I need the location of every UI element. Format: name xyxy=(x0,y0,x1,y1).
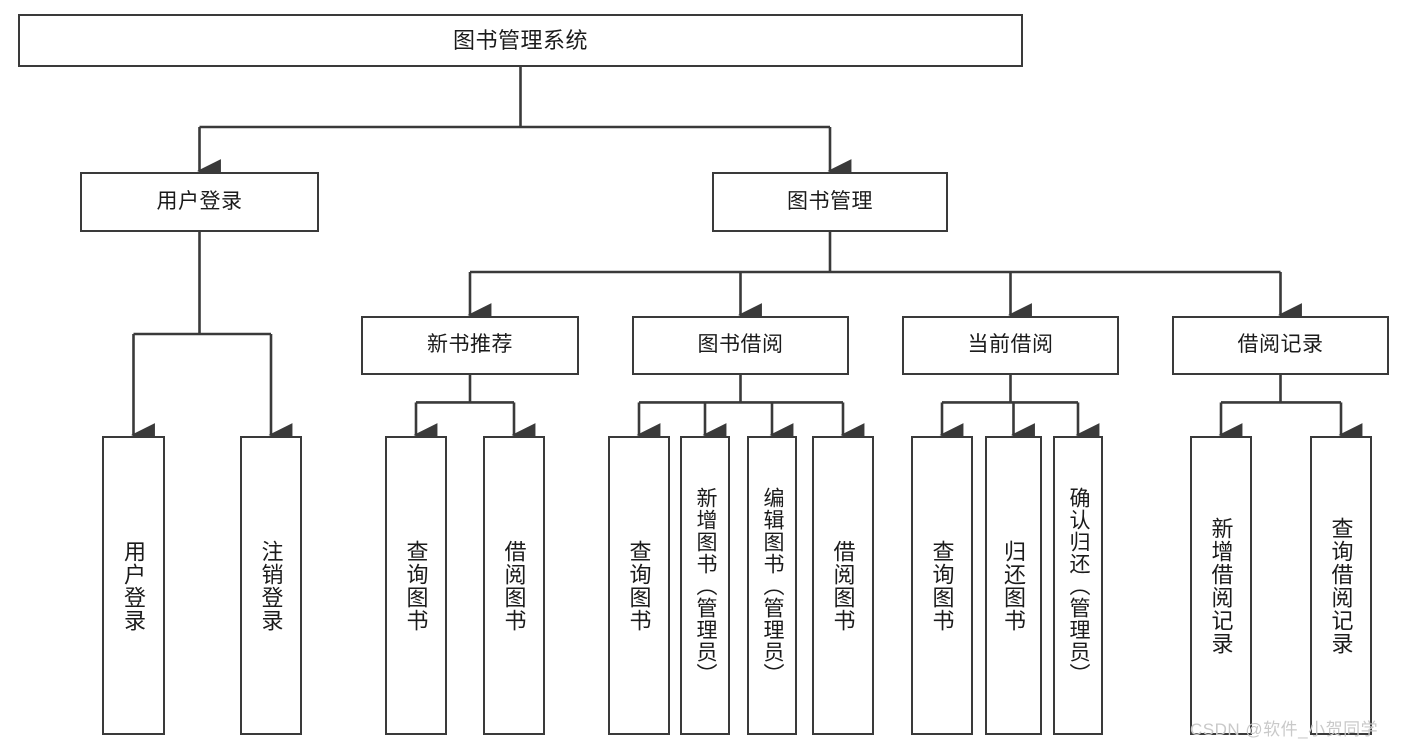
node-label: 编辑图书（管理员） xyxy=(761,486,785,685)
leaf-query-borrow-record[interactable]: 查询借阅记录 xyxy=(1310,436,1372,735)
node-book-borrow[interactable]: 图书借阅 xyxy=(632,316,849,375)
node-label: 新增图书（管理员） xyxy=(694,486,718,685)
node-label: 查询图书 xyxy=(929,539,955,632)
node-label: 借阅图书 xyxy=(501,539,527,632)
leaf-logout[interactable]: 注销登录 xyxy=(240,436,302,735)
leaf-user-login[interactable]: 用户登录 xyxy=(102,436,165,735)
node-label: 查询图书 xyxy=(626,539,652,632)
node-current-borrow[interactable]: 当前借阅 xyxy=(902,316,1119,375)
node-label: 新书推荐 xyxy=(427,333,513,357)
node-label: 图书管理 xyxy=(787,189,873,213)
node-label: 注销登录 xyxy=(258,539,284,632)
leaf-query-book-3[interactable]: 查询图书 xyxy=(911,436,973,735)
node-label: 图书管理系统 xyxy=(452,27,588,53)
node-label: 借阅图书 xyxy=(830,539,856,632)
node-label: 图书借阅 xyxy=(697,333,784,357)
leaf-query-book-1[interactable]: 查询图书 xyxy=(385,436,447,735)
node-borrow-record[interactable]: 借阅记录 xyxy=(1172,316,1389,375)
leaf-query-book-2[interactable]: 查询图书 xyxy=(608,436,670,735)
node-label: 用户登录 xyxy=(121,539,147,632)
node-label: 借阅记录 xyxy=(1237,333,1324,357)
node-label: 查询借阅记录 xyxy=(1328,516,1354,655)
leaf-return-book[interactable]: 归还图书 xyxy=(985,436,1042,735)
csdn-watermark: CSDN @软件_小贺同学 xyxy=(1190,720,1379,739)
node-label: 用户登录 xyxy=(156,189,243,213)
node-new-book-recommend[interactable]: 新书推荐 xyxy=(361,316,579,375)
leaf-add-book-admin[interactable]: 新增图书（管理员） xyxy=(680,436,730,735)
node-book-manage[interactable]: 图书管理 xyxy=(712,172,948,232)
node-label: 查询图书 xyxy=(403,539,429,632)
leaf-borrow-book-1[interactable]: 借阅图书 xyxy=(483,436,545,735)
leaf-confirm-return-admin[interactable]: 确认归还（管理员） xyxy=(1053,436,1103,735)
node-user-login[interactable]: 用户登录 xyxy=(80,172,319,232)
node-label: 新增借阅记录 xyxy=(1208,516,1234,655)
node-root[interactable]: 图书管理系统 xyxy=(18,14,1023,67)
node-label: 归还图书 xyxy=(1001,539,1027,632)
leaf-edit-book-admin[interactable]: 编辑图书（管理员） xyxy=(747,436,797,735)
leaf-add-borrow-record[interactable]: 新增借阅记录 xyxy=(1190,436,1252,735)
leaf-borrow-book-2[interactable]: 借阅图书 xyxy=(812,436,874,735)
node-label: 确认归还（管理员） xyxy=(1067,486,1091,685)
node-label: 当前借阅 xyxy=(967,333,1054,357)
